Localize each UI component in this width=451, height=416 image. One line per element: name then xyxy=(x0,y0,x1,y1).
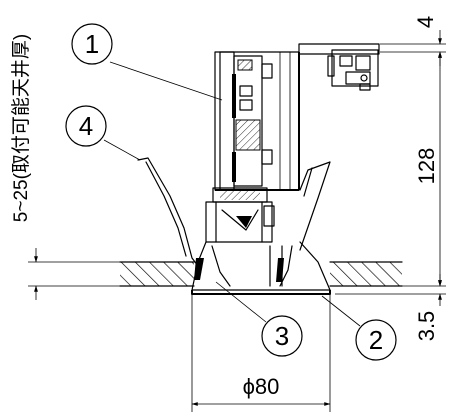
callout-1: 1 xyxy=(71,23,113,65)
dim-diameter-label: ϕ80 xyxy=(243,374,280,399)
housing xyxy=(214,51,300,191)
callout-3-text: 3 xyxy=(275,321,289,351)
callout-4-text: 4 xyxy=(79,111,93,141)
ceiling-left xyxy=(119,261,195,287)
dimension-left xyxy=(28,248,120,300)
dimension-bottom xyxy=(191,294,331,412)
callout-3: 3 xyxy=(261,315,303,357)
mounting-spring-left xyxy=(137,157,199,267)
terminal-block xyxy=(298,43,380,91)
mounting-spring-right xyxy=(299,161,331,251)
dim-ceiling-thickness-label: 5~25(取付可能天井厚) xyxy=(10,34,32,222)
callout-2-text: 2 xyxy=(369,325,383,355)
reflector xyxy=(191,241,331,295)
leader-lines xyxy=(103,61,361,327)
dimension-right xyxy=(335,30,446,306)
ceiling-right xyxy=(329,261,403,287)
dim-top-gap-label: 4 xyxy=(413,16,438,28)
callout-4: 4 xyxy=(65,105,107,147)
neck xyxy=(205,187,275,243)
callout-1-text: 1 xyxy=(85,29,99,59)
dim-body-height-label: 128 xyxy=(414,148,439,185)
dim-flange-height-label: 3.5 xyxy=(414,311,439,342)
callout-2: 2 xyxy=(355,319,397,361)
